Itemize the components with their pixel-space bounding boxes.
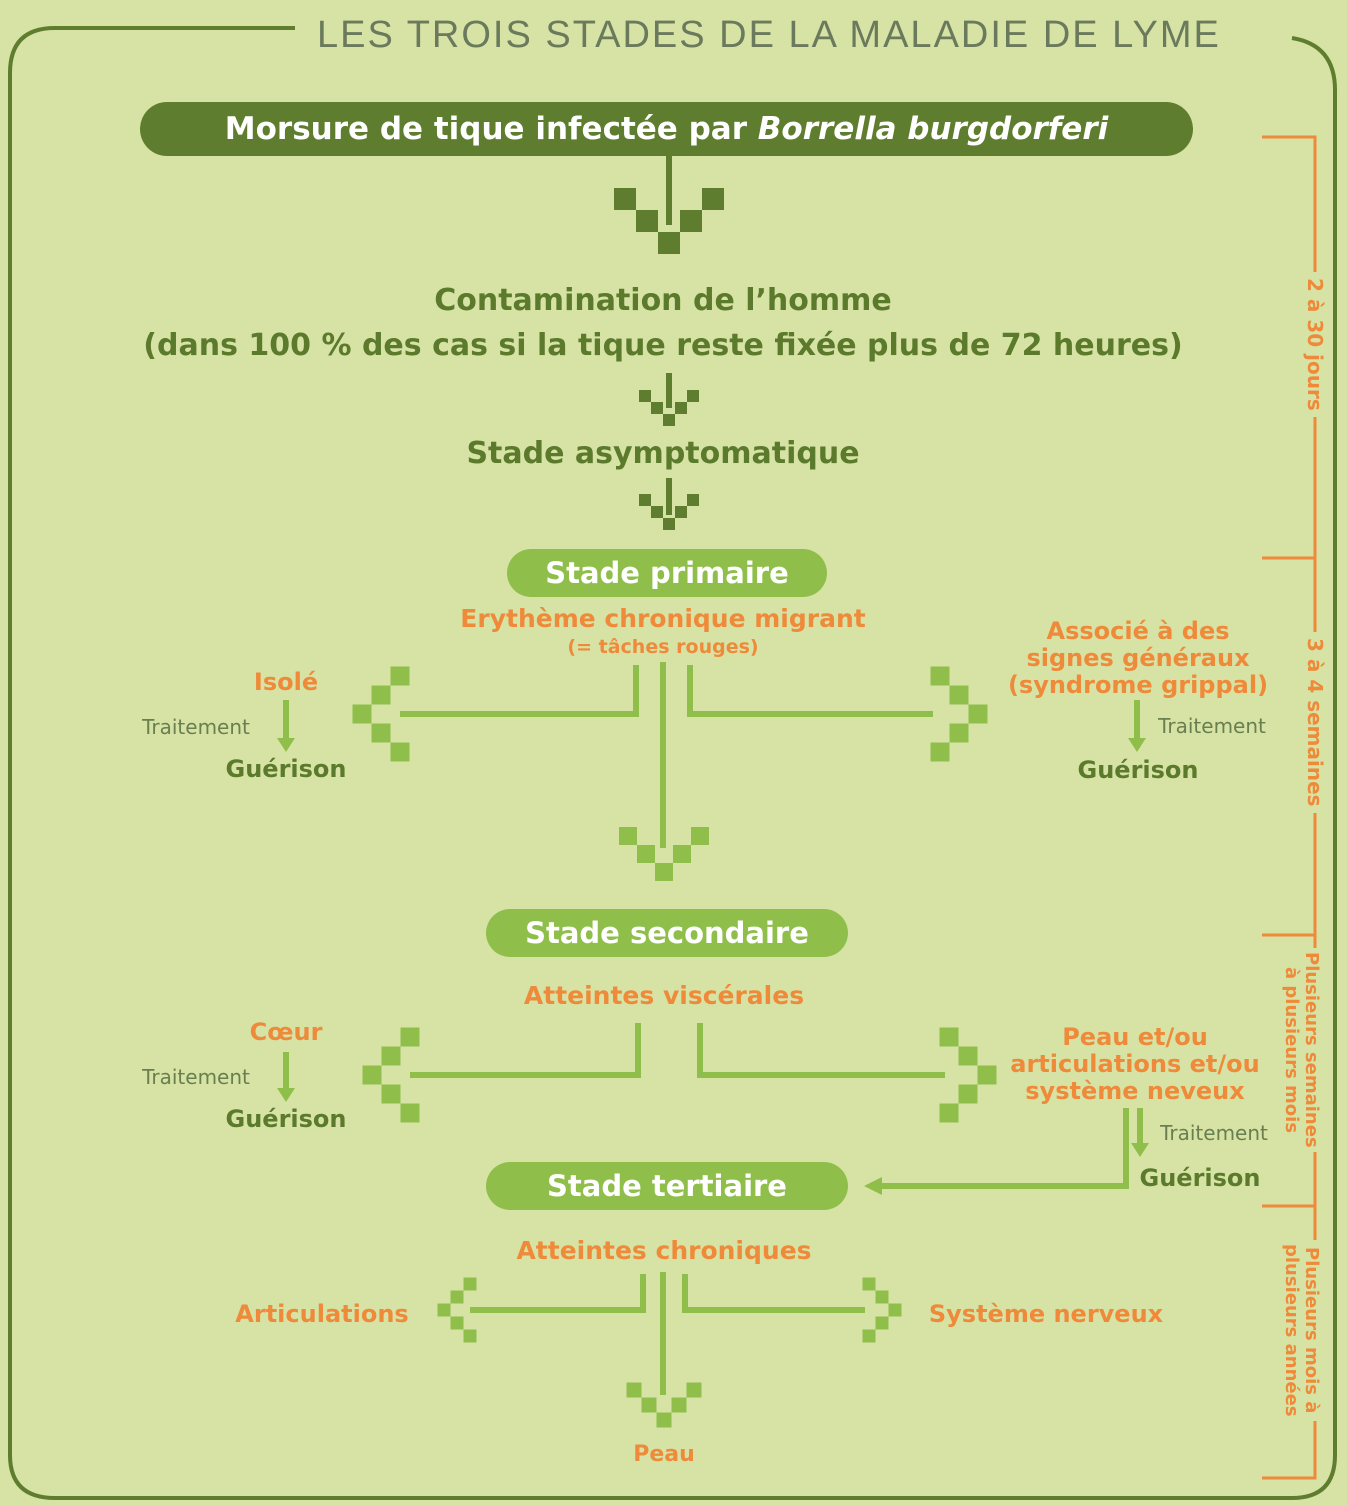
secondary-right-outcome: Guérison (1139, 1164, 1261, 1192)
tertiary-stage-label: Stade tertiaire (547, 1169, 787, 1203)
secondary-stage-label: Stade secondaire (525, 916, 809, 950)
secondary-right-line3: système neveux (1025, 1077, 1245, 1105)
arrow-head-to-tertiary (864, 1177, 882, 1195)
secondary-right-line1: Peau et/ou (1062, 1023, 1208, 1051)
arrow-primary-left (352, 666, 410, 762)
tick-bite-box: Morsure de tique infectée par Borrella b… (140, 102, 1193, 156)
arrow-primary-to-secondary (619, 827, 709, 881)
arrow-asymptomatic-to-primary (639, 494, 699, 530)
primary-stage-pill: Stade primaire (507, 549, 827, 597)
primary-subtitle: Erythème chronique migrant (460, 604, 866, 633)
arrow-tertiary-down (626, 1382, 702, 1428)
treatment-arrow-head-primary-right (1128, 738, 1146, 752)
primary-subnote: (= tâches rouges) (567, 636, 759, 658)
asymptomatic-stage: Stade asymptomatique (466, 436, 860, 471)
arrow-primary-right (930, 666, 988, 762)
frame-border (8, 26, 1337, 1500)
treatment-arrow-head-secondary-left (277, 1088, 295, 1102)
tertiary-stage-pill: Stade tertiaire (486, 1162, 848, 1210)
timeline-label-4-line2: plusieurs années (1281, 1244, 1302, 1417)
secondary-left-treatment: Traitement (142, 1065, 250, 1089)
timeline-label-4-line1: Plusieurs mois à (1300, 1247, 1322, 1414)
timeline-label-3-line1: Plusieurs semaines (1300, 952, 1322, 1148)
primary-stage-label: Stade primaire (545, 556, 789, 590)
tertiary-subtitle: Atteintes chroniques (516, 1236, 812, 1265)
primary-right-line3: (syndrome grippal) (1007, 671, 1269, 699)
secondary-stage-pill: Stade secondaire (486, 909, 848, 957)
contamination-line2: (dans 100 % des cas si la tique reste fi… (143, 328, 1183, 363)
primary-right-line2: signes généraux (1026, 644, 1250, 672)
secondary-subtitle: Atteintes viscérales (523, 981, 805, 1010)
secondary-right-line2: articulations et/ou (1010, 1050, 1260, 1078)
primary-left-outcome: Guérison (225, 755, 347, 783)
arrow-bite-to-contamination (614, 188, 724, 254)
secondary-left-outcome: Guérison (225, 1105, 347, 1133)
primary-right-treatment: Traitement (1158, 714, 1266, 738)
timeline-label-1: 2 à 30 jours (1303, 272, 1327, 417)
tick-bite-text: Morsure de tique infectée par (224, 111, 758, 147)
primary-right-outcome: Guérison (1077, 756, 1199, 784)
treatment-arrow-head-secondary-right (1131, 1143, 1149, 1157)
bacteria-name: Borrella burgdorferi (757, 111, 1109, 147)
primary-left-treatment: Traitement (142, 715, 250, 739)
diagram-title: LES TROIS STADES DE LA MALADIE DE LYME (305, 14, 1233, 57)
arrow-secondary-right (939, 1027, 997, 1123)
arrow-tertiary-right (862, 1277, 902, 1343)
primary-left-title: Isolé (253, 668, 319, 696)
timeline-label-3-line2: à plusieurs mois (1281, 966, 1302, 1133)
tertiary-left: Articulations (235, 1300, 409, 1328)
primary-right-line1: Associé à des (1046, 617, 1230, 645)
secondary-right-treatment: Traitement (1160, 1121, 1268, 1145)
arrow-tertiary-left (437, 1277, 477, 1343)
tertiary-bottom: Peau (633, 1442, 695, 1467)
secondary-left-title: Cœur (249, 1018, 323, 1046)
contamination-line1: Contamination de l’homme (434, 283, 892, 318)
treatment-arrow-head-primary-left (277, 738, 295, 752)
tertiary-right: Système nerveux (928, 1300, 1164, 1328)
arrow-secondary-left (362, 1027, 420, 1123)
timeline-label-2: 3 à 4 semaines (1303, 632, 1327, 813)
timeline-label-4: Plusieurs mois à plusieurs années (1281, 1240, 1322, 1421)
arrow-contamination-to-asymptomatic (639, 390, 699, 426)
timeline-label-3: Plusieurs semaines à plusieurs mois (1281, 948, 1322, 1152)
